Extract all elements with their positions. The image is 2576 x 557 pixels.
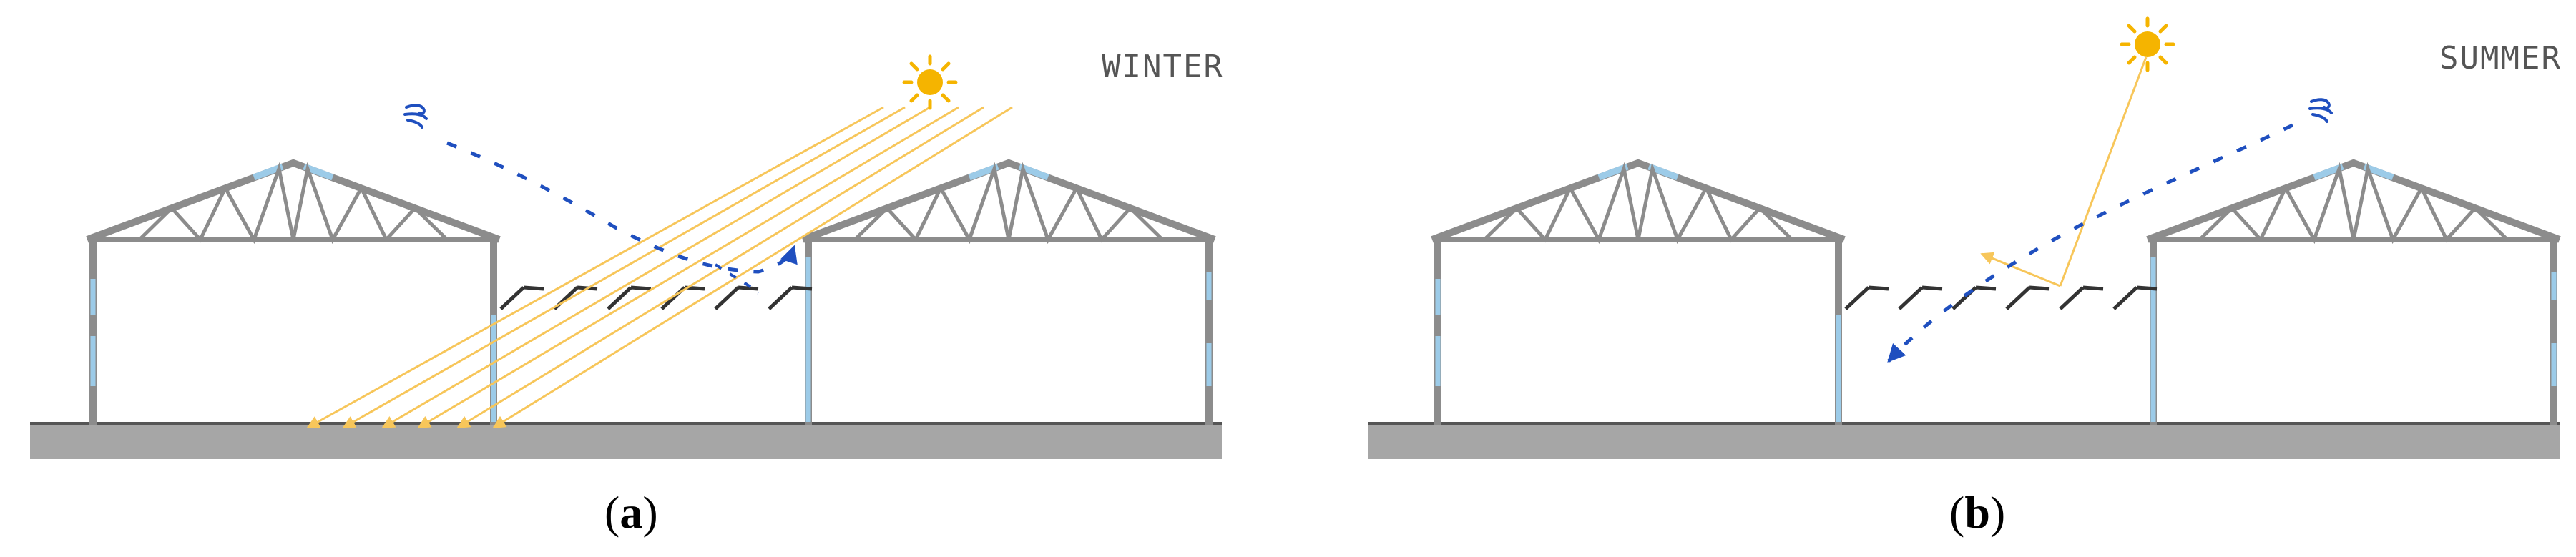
- panel-a: WINTER (a): [30, 49, 1224, 538]
- sun-icon: [902, 54, 958, 110]
- left-building-a: [87, 163, 499, 425]
- caption-a: (a): [604, 487, 658, 538]
- sun-ray-b: [1980, 56, 2148, 287]
- sun-rays-a: [306, 106, 1013, 429]
- right-building-b: [2148, 163, 2560, 425]
- right-building-a: [803, 163, 1215, 425]
- louver-canopy-b: [1846, 287, 2157, 309]
- wind-icon: [2308, 98, 2333, 123]
- ground-b: [1368, 422, 2560, 459]
- wind-path-b: [1887, 123, 2294, 363]
- panel-b: SUMMER (b): [1368, 16, 2562, 538]
- left-building-b: [1432, 163, 1844, 425]
- season-label-a: WINTER: [1102, 49, 1224, 85]
- ground-a: [30, 422, 1222, 459]
- sun-icon: [2120, 16, 2175, 72]
- caption-b: (b): [1949, 487, 2005, 538]
- season-label-b: SUMMER: [2439, 40, 2562, 77]
- wind-icon: [403, 104, 428, 129]
